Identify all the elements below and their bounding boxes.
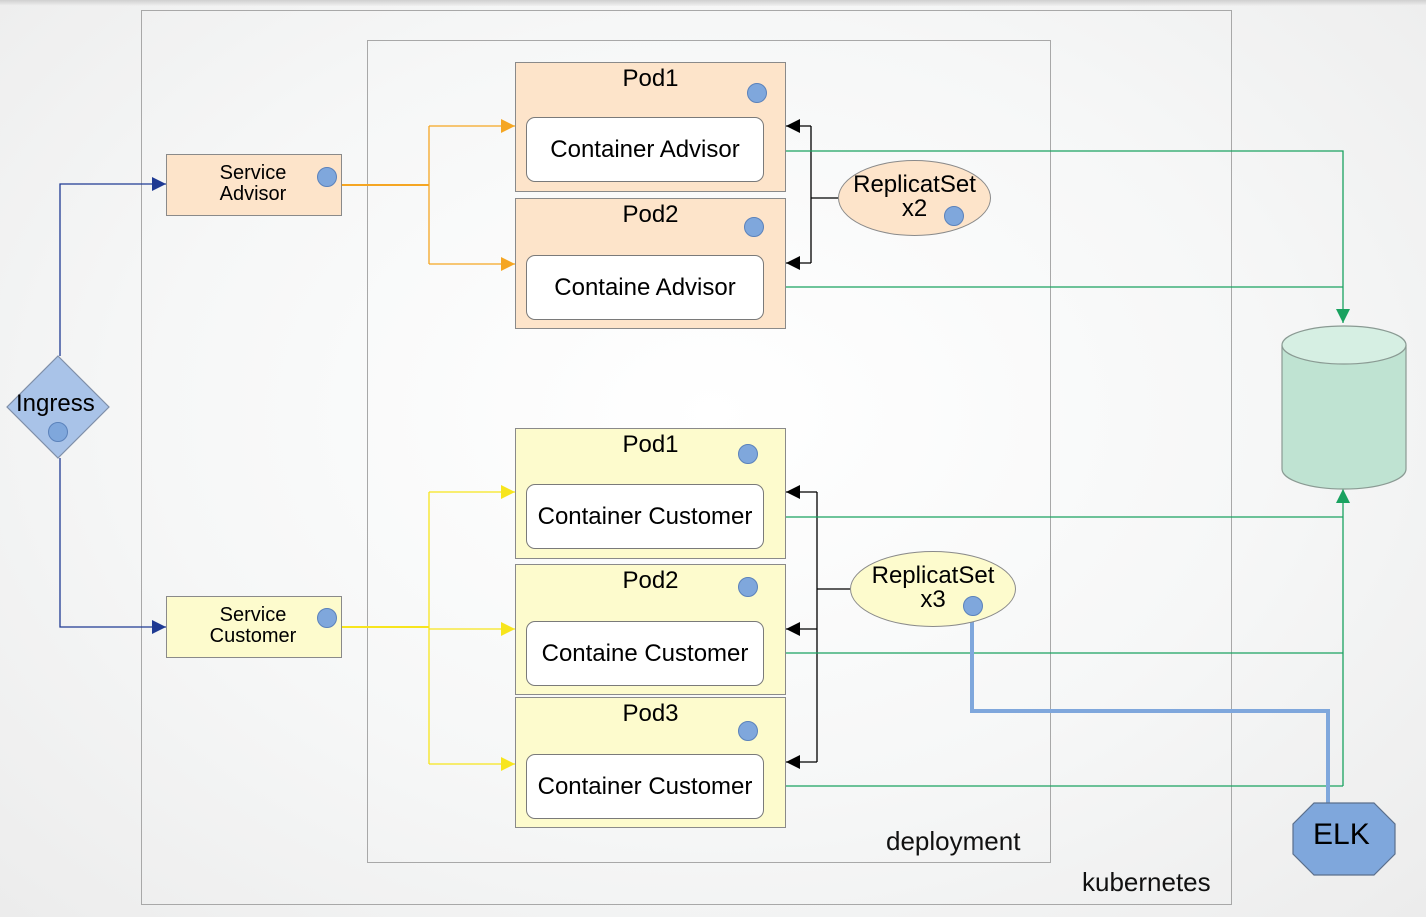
pod-title: Pod1 bbox=[622, 431, 679, 458]
service-customer[interactable]: Service Customer bbox=[166, 596, 342, 658]
pod-port-icon bbox=[747, 83, 767, 103]
advisor-logs-to-db bbox=[764, 150, 1350, 323]
service-customer-port-icon bbox=[317, 608, 337, 628]
pod-title: Pod3 bbox=[622, 700, 679, 727]
pod-title: Pod1 bbox=[622, 65, 679, 92]
container-box[interactable]: Containe Advisor bbox=[526, 255, 764, 320]
replicaset-customer-port-icon bbox=[963, 596, 983, 616]
replicaset-customer-links bbox=[816, 492, 850, 762]
ingress-port-icon bbox=[48, 422, 68, 442]
replicaset-advisor-links bbox=[810, 126, 838, 263]
top-rule bbox=[0, 0, 1426, 6]
replicaset-customer[interactable]: ReplicatSet x3 bbox=[850, 551, 1016, 627]
advisor-pod-2[interactable]: Pod2 Containe Advisor bbox=[515, 198, 786, 329]
elk-octagon-icon[interactable] bbox=[1292, 802, 1396, 876]
deployment-label: deployment bbox=[886, 826, 1021, 856]
ingress-label: Ingress bbox=[16, 390, 95, 417]
replicaset-to-elk-line bbox=[970, 608, 1330, 803]
elk-label: ELK bbox=[1313, 818, 1370, 851]
customer-pod-3[interactable]: Pod3 Container Customer bbox=[515, 697, 786, 828]
container-box[interactable]: Container Advisor bbox=[526, 117, 764, 182]
pod-port-icon bbox=[738, 577, 758, 597]
service-advisor[interactable]: Service Advisor bbox=[166, 154, 342, 216]
kubernetes-frame[interactable] bbox=[141, 10, 1232, 905]
container-box[interactable]: Container Customer bbox=[526, 754, 764, 819]
customer-pod-1[interactable]: Pod1 Container Customer bbox=[515, 428, 786, 559]
kubernetes-label: kubernetes bbox=[1082, 867, 1211, 897]
ingress-to-service-customer bbox=[59, 458, 166, 634]
service-advisor-port-icon bbox=[317, 167, 337, 187]
replicaset-advisor-label: ReplicatSet x2 bbox=[853, 171, 976, 222]
deployment-frame[interactable] bbox=[367, 40, 1051, 863]
cylinder-database-icon[interactable] bbox=[1281, 325, 1407, 491]
ingress-to-service-advisor bbox=[59, 177, 166, 356]
replicaset-advisor-port-icon bbox=[944, 206, 964, 226]
pod-port-icon bbox=[744, 217, 764, 237]
replicaset-advisor[interactable]: ReplicatSet x2 bbox=[838, 160, 991, 236]
container-box[interactable]: Container Customer bbox=[526, 484, 764, 549]
pod-port-icon bbox=[738, 444, 758, 464]
customer-pod-2[interactable]: Pod2 Containe Customer bbox=[515, 564, 786, 695]
pod-port-icon bbox=[738, 721, 758, 741]
ingress-diamond-icon[interactable] bbox=[6, 355, 110, 459]
container-box[interactable]: Containe Customer bbox=[526, 621, 764, 686]
advisor-pod-1[interactable]: Pod1 Container Advisor bbox=[515, 62, 786, 192]
replicaset-customer-label: ReplicatSet x3 bbox=[871, 562, 995, 613]
service-customer-label: Service Customer bbox=[209, 604, 297, 647]
pod-title: Pod2 bbox=[622, 201, 679, 228]
service-advisor-label: Service Advisor bbox=[219, 162, 287, 205]
pod-title: Pod2 bbox=[622, 567, 679, 594]
